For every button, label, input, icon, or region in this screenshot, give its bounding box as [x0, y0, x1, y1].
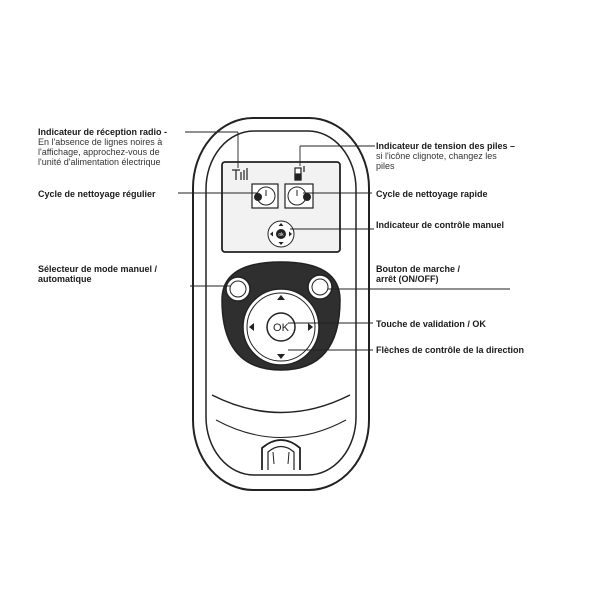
label-power-button: Bouton de marche / arrêt (ON/OFF) — [376, 264, 461, 284]
screen-ok-label: ok — [278, 232, 284, 238]
lanyard-loop — [261, 439, 301, 470]
label-mode-selector: Sélecteur de mode manuel / automatique — [38, 264, 158, 284]
remote-lower-band — [211, 394, 351, 414]
regular-cycle-icon — [251, 183, 279, 209]
ok-button-label: OK — [273, 322, 290, 334]
label-direction-arrows: Flèches de contrôle de la direction — [376, 345, 525, 355]
label-manual-indicator: Indicateur de contrôle manuel — [376, 220, 505, 230]
manual-control-mini-pad — [267, 220, 295, 248]
label-radio-indicator: Indicateur de réception radio - En l'abs… — [38, 127, 168, 167]
power-button — [307, 274, 333, 300]
battery-icon — [294, 166, 305, 181]
arrow-down-icon — [277, 354, 285, 359]
label-ok-key: Touche de validation / OK — [376, 319, 486, 329]
arrow-left-icon — [249, 323, 254, 331]
arrow-up-icon — [277, 295, 285, 300]
mode-selector-button — [225, 276, 251, 302]
arrow-right-icon — [308, 323, 313, 331]
label-fast-cycle: Cycle de nettoyage rapide — [376, 189, 488, 199]
ok-button — [266, 312, 296, 342]
label-battery-indicator: Indicateur de tension des piles – si l'i… — [376, 141, 516, 171]
fast-cycle-icon — [284, 183, 314, 209]
radio-signal-icon — [232, 168, 248, 180]
label-regular-cycle: Cycle de nettoyage régulier — [38, 189, 156, 199]
